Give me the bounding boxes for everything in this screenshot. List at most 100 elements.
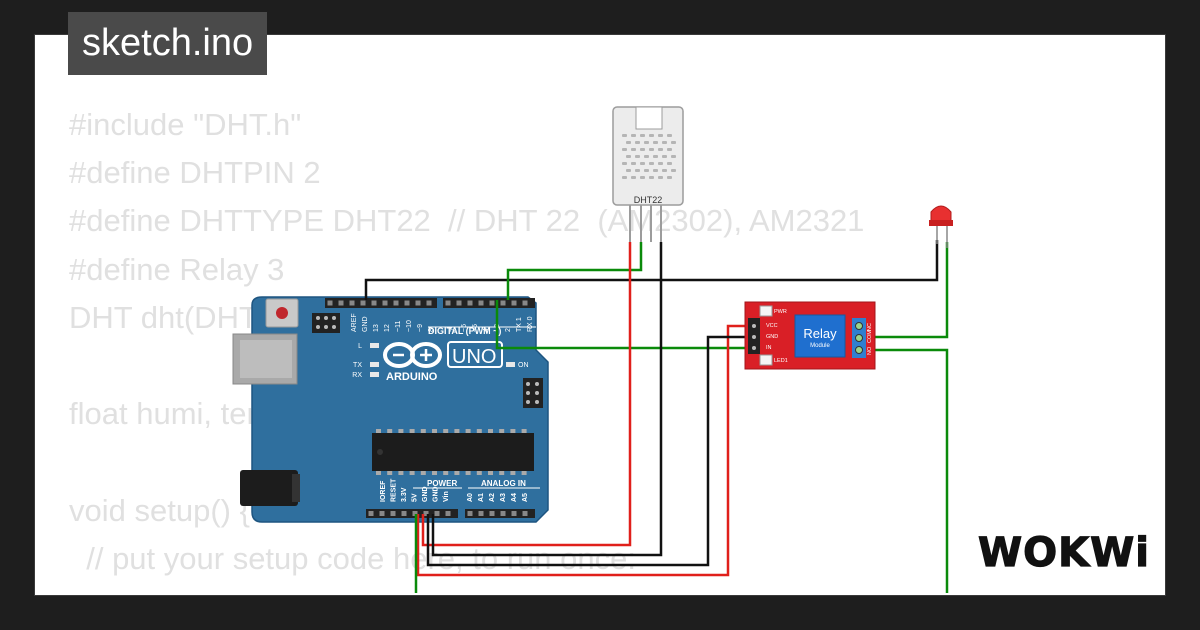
pin-label: 13 — [373, 324, 380, 332]
code-line: #define DHTPIN 2 — [69, 155, 321, 191]
digital-header-right — [443, 298, 535, 308]
icsp-right-header — [523, 378, 543, 408]
wires — [364, 240, 949, 593]
wire-relay-no — [860, 348, 949, 593]
pin-hole — [379, 511, 385, 516]
power-pin-label: RESET — [391, 478, 398, 502]
pin-hole — [412, 511, 418, 516]
pin-hole — [434, 511, 440, 516]
power-pin-label: GND — [422, 486, 429, 502]
wire-dht-vcc — [421, 242, 632, 547]
pin-label: GND — [362, 316, 369, 332]
wire-relay-to-led — [860, 242, 949, 339]
pin-hole — [500, 300, 506, 306]
board-model-label: UNO — [452, 346, 496, 368]
pin-hole — [338, 300, 344, 306]
pin-hole — [511, 511, 517, 516]
pin-label: ~10 — [406, 320, 413, 332]
icsp-header — [312, 313, 340, 333]
wire-dht-gnd — [431, 242, 663, 557]
board-brand-label: ARDUINO — [386, 371, 438, 383]
pin-hole — [390, 511, 396, 516]
pin-hole — [489, 511, 495, 516]
led-tx — [370, 362, 379, 367]
pin-hole — [522, 511, 528, 516]
power-pin-label: 5V — [412, 493, 419, 502]
digital-header-left — [325, 298, 437, 308]
led-label: L — [358, 343, 362, 350]
pin-hole — [371, 300, 377, 306]
code-listing: #include "DHT.h" #define DHTPIN 2 #define … — [69, 101, 865, 595]
wire-relay-gnd — [426, 335, 760, 567]
pin-hole — [423, 511, 429, 516]
pin-hole — [426, 300, 432, 306]
preview-card: #include "DHT.h" #define DHTPIN 2 #define … — [34, 34, 1166, 596]
digital-pin-holes — [327, 300, 528, 306]
analog-header-label: ANALOG IN — [481, 479, 526, 488]
power-pin-label: GND — [433, 486, 440, 502]
relay-terminal-label: NC — [867, 323, 873, 331]
pin-hole — [445, 511, 451, 516]
file-tab[interactable]: sketch.ino — [68, 12, 268, 75]
relay-pin-label: VCC — [766, 323, 778, 329]
led-label: TX — [353, 362, 362, 369]
pin-label: 12 — [384, 324, 391, 332]
pin-hole — [489, 300, 495, 306]
code-line: #define DHTTYPE DHT22 // DHT 22 (AM2302)… — [69, 203, 865, 239]
wokwi-logo-text: WOKWi — [978, 530, 1150, 576]
pin-hole — [478, 511, 484, 516]
pin-label: 4 — [483, 328, 490, 332]
relay-pin-label: PWR — [774, 309, 787, 315]
pin-label: TX 1 — [516, 317, 523, 332]
power-pin-label: Vin — [443, 491, 450, 502]
pin-hole — [382, 300, 388, 306]
pin-hole — [478, 300, 484, 306]
wokwi-logo: WOKWi — [977, 529, 1150, 576]
pin-label: ~11 — [395, 321, 402, 332]
relay-terminal-label: NO — [867, 346, 873, 355]
pin-label: ~9 — [417, 324, 424, 332]
bottom-pin-holes — [368, 511, 528, 516]
led-on — [506, 362, 515, 367]
analog-pin-label: A5 — [522, 493, 529, 502]
dht22-sensor[interactable]: DHT22 — [612, 106, 684, 242]
code-line: Serial.begin(9600); — [69, 583, 864, 595]
relay-terminal-label: COM — [867, 330, 873, 343]
power-header-label: POWER — [427, 479, 457, 488]
pin-label: AREF — [351, 313, 358, 332]
pin-hole — [401, 511, 407, 516]
pin-label: 8 — [428, 328, 435, 332]
power-pin-label: 3.3V — [401, 487, 408, 502]
relay-pin-label: GND — [766, 334, 778, 340]
analog-pin-label: A4 — [511, 493, 518, 502]
power-jack — [240, 470, 298, 506]
power-header — [366, 509, 458, 518]
red-led[interactable] — [929, 205, 953, 248]
pin-hole — [456, 300, 462, 306]
pin-hole — [393, 300, 399, 306]
pin-hole — [445, 300, 451, 306]
relay-pin-label: IN — [766, 345, 772, 351]
led-l — [370, 343, 379, 348]
relay-title: Relay — [803, 326, 837, 341]
relay-pin-label: LED1 — [774, 358, 788, 364]
led-label: RX — [352, 372, 362, 379]
wire-gnd-to-led — [364, 240, 939, 300]
pin-hole — [467, 511, 473, 516]
atmega-chip — [372, 429, 534, 475]
analog-pin-label: A0 — [467, 493, 474, 502]
pin-label: ~6 — [461, 324, 468, 332]
dht22-label: DHT22 — [634, 195, 663, 205]
code-line: #define Relay 3 — [69, 251, 285, 287]
pin-hole — [360, 300, 366, 306]
code-line: void setup() { — [69, 492, 250, 528]
relay-pin-labels-left: PWR VCC GND IN LED1 — [766, 309, 788, 364]
code-line: #include "DHT.h" — [69, 107, 302, 142]
pin-hole — [349, 300, 355, 306]
relay-subtitle: Module — [810, 343, 830, 349]
